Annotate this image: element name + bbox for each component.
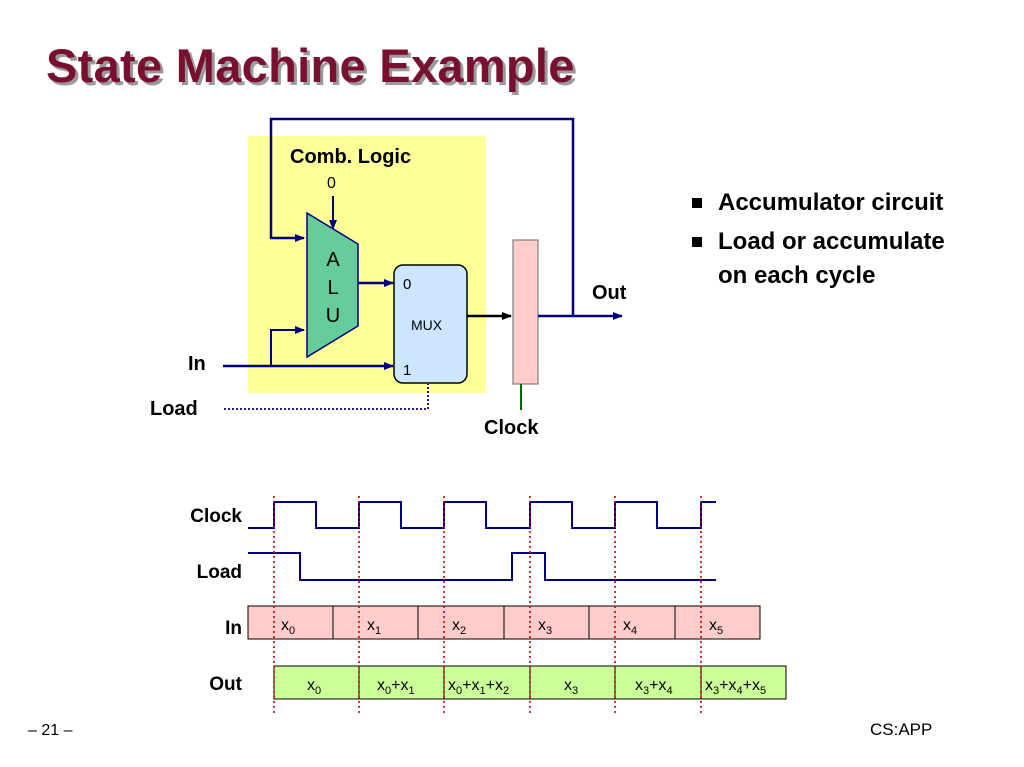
alu-letter-u: U [326, 305, 340, 327]
slide-title: State Machine Example [46, 39, 575, 92]
in-signal-label: In [188, 353, 206, 375]
mux-input-1-label: 1 [403, 362, 411, 379]
timing-label-load: Load [197, 562, 242, 583]
in-to-alu-wire [270, 326, 305, 366]
timing-label-clock: Clock [190, 506, 242, 527]
bullet-text: Load or accumulate on each cycle [718, 228, 945, 289]
comb-logic-label: Comb. Logic [290, 146, 411, 168]
out-cell [700, 665, 787, 700]
bullet-item: Accumulator circuit [690, 186, 950, 220]
out-cell [443, 665, 531, 700]
clock-edge-markers [273, 496, 702, 716]
register-block [512, 239, 539, 385]
out-value-row [273, 665, 787, 700]
out-cell [273, 665, 360, 700]
in-cell [588, 605, 676, 640]
in-cell [247, 605, 334, 640]
out-value-6: x3+x4+x5 [705, 677, 766, 697]
timing-label-out: Out [209, 674, 242, 695]
mux-label: MUX [411, 317, 443, 333]
bullet-list: Accumulator circuit Load or accumulate o… [690, 186, 950, 298]
timing-diagram: Clock Load In Out x0 x1 x2 x3 x [190, 496, 787, 716]
in-cell [332, 605, 419, 640]
out-cell [614, 665, 702, 700]
load-waveform [248, 552, 716, 581]
in-value-row [247, 605, 761, 640]
mux-input-0-label: 0 [403, 276, 411, 293]
mux-block [393, 264, 468, 384]
clock-waveform [248, 501, 716, 529]
load-signal-label: Load [150, 398, 198, 420]
in-cell [674, 605, 761, 640]
in-cell [503, 605, 590, 640]
out-signal-label: Out [592, 282, 627, 304]
alu-zero-input-label: 0 [327, 175, 336, 192]
footer-brand: CS:APP [870, 720, 933, 739]
out-cell [358, 665, 445, 700]
load-select-wire [224, 384, 429, 410]
alu-letter-l: L [327, 277, 338, 299]
square-bullet-icon [692, 198, 702, 208]
timing-label-in: In [225, 618, 242, 639]
bullet-text: Accumulator circuit [718, 189, 944, 216]
accumulator-circuit: Comb. Logic 0 A L U 0 MUX 1 In Load Cloc… [150, 117, 627, 439]
bullet-item: Load or accumulate on each cycle [690, 225, 950, 293]
feedback-wire [269, 117, 575, 316]
in-cell [417, 605, 505, 640]
alu-letter-a: A [326, 249, 340, 271]
alu-block [306, 211, 359, 359]
out-value-3: x0+x1+x2 [448, 677, 509, 697]
square-bullet-icon [692, 237, 702, 247]
page-number: – 21 – [28, 722, 73, 739]
clock-signal-label: Clock [484, 417, 539, 439]
